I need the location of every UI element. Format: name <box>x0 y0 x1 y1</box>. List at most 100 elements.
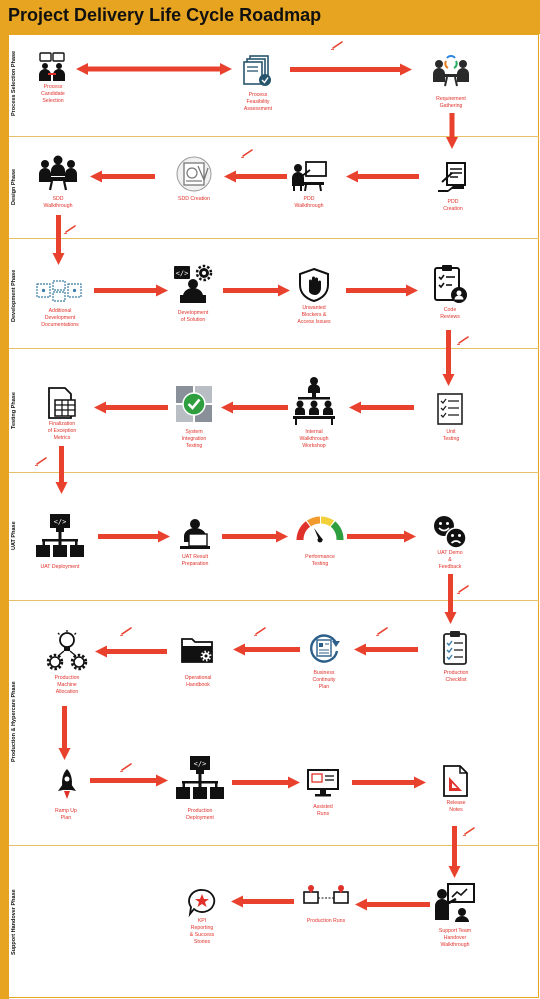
svg-text:</>: </> <box>194 760 207 768</box>
arrow-left <box>94 401 168 414</box>
arrow-left <box>354 643 418 656</box>
developer-gear-icon: </> <box>174 264 213 303</box>
arrow-down <box>448 826 461 878</box>
node-label-sdd-walkthrough: SDD Walkthrough <box>43 196 73 209</box>
node-label-production-machine-allocation: Production Machine Allocation <box>54 675 80 695</box>
node-label-production-checklist: Production Checklist <box>443 670 469 683</box>
node-label-finalization-exception-metrics: Finalization of Exception Metrics <box>47 421 77 441</box>
phase-divider <box>9 472 539 473</box>
node-label-sdd-creation: SDD Creation <box>177 196 210 202</box>
phase-divider <box>9 600 539 601</box>
blueprint-icon <box>176 156 212 192</box>
spreadsheet-icon <box>48 387 76 419</box>
node-label-additional-development-documentations: Additional Development Documentations <box>41 308 79 328</box>
document-ruler-icon <box>443 765 468 797</box>
kpi-bubble-icon <box>188 889 216 918</box>
presentation-icon <box>292 161 327 192</box>
bulb-gears-icon <box>46 630 88 671</box>
arrow-left <box>355 898 430 911</box>
arrow-down <box>58 706 71 760</box>
arrow-left <box>90 170 155 183</box>
arrow-left <box>233 643 300 656</box>
node-label-kpi-reporting: KPI Reporting & Success Stories <box>189 918 215 945</box>
clipboard-user-icon <box>434 265 467 303</box>
title-bar: Project Delivery Life Cycle Roadmap <box>0 0 540 34</box>
arrow-down <box>442 330 455 386</box>
rocket-icon <box>58 769 76 799</box>
people-discussion-icon <box>39 52 65 81</box>
node-label-unit-testing: Unit Testing <box>442 429 460 442</box>
svg-text:</>: </> <box>54 518 67 526</box>
arrow-right <box>94 284 168 297</box>
signing-document-icon <box>438 162 466 192</box>
arrow-right <box>232 776 300 789</box>
document-check-icon <box>243 55 271 86</box>
clipboard-checklist-icon <box>443 631 467 665</box>
arrow-bidirectional <box>76 63 232 75</box>
node-label-uat-deployment: UAT Deployment <box>40 564 80 570</box>
monitor-icon <box>307 769 339 797</box>
arrow-left <box>231 895 294 908</box>
svg-text:</>: </> <box>176 270 189 278</box>
node-label-release-notes: Release Notes <box>446 800 466 813</box>
node-label-production-runs: Production Runs <box>306 918 346 924</box>
team-meeting-icon <box>433 55 469 87</box>
node-label-assisted-runs: Assisted Runs <box>313 804 333 817</box>
arrow-left <box>349 401 414 414</box>
phase-divider <box>9 238 539 239</box>
node-label-pdd-walkthrough: PDD Walkthrough <box>294 196 324 209</box>
arrow-left <box>224 170 287 183</box>
arrow-right <box>90 774 168 787</box>
diagram-frame <box>9 34 539 998</box>
folder-gear-icon <box>181 638 213 663</box>
arrow-right <box>223 284 290 297</box>
gauge-icon <box>296 516 344 543</box>
checklist-icon <box>437 393 463 425</box>
deployment-network-icon: </> <box>176 756 224 799</box>
node-label-operational-handbook: Operational Handbook <box>184 675 212 688</box>
arrow-right <box>290 63 412 76</box>
phase-divider <box>9 845 539 846</box>
node-label-support-team-handover: Support Team Handover Walkthrough <box>438 928 472 948</box>
arrow-down <box>52 215 65 265</box>
arrow-down <box>55 446 68 494</box>
happy-sad-faces-icon <box>434 516 467 549</box>
node-label-pdd-creation: PDD Creation <box>443 199 463 212</box>
page-title: Project Delivery Life Cycle Roadmap <box>8 5 322 25</box>
arrow-right <box>346 284 418 297</box>
arrow-left <box>346 170 419 183</box>
node-label-production-deployment: Production Deployment <box>186 808 214 821</box>
arrow-down <box>446 113 458 149</box>
node-label-process-feasibility-assessment: Process Feasibility Assessment <box>243 92 273 112</box>
node-label-code-reviews: Code Reviews <box>440 307 460 320</box>
phase-divider <box>9 136 539 137</box>
deployment-network-icon: </> <box>36 514 84 557</box>
teacher-board-icon <box>435 883 475 922</box>
node-label-internal-walkthrough-workshop: Internal Walkthrough Workshop <box>299 429 329 449</box>
arrow-left <box>95 645 167 658</box>
phase-divider <box>9 348 539 349</box>
cycle-document-icon <box>310 634 340 663</box>
arrow-right <box>222 530 288 543</box>
phase-strip <box>0 34 9 999</box>
node-label-uat-result-preparation: UAT Result Preparation <box>181 554 209 567</box>
hierarchy-people-icon <box>293 377 335 425</box>
flow-blocks-icon <box>36 280 82 302</box>
node-label-process-candidate-selection: Process Candidate Selection <box>41 84 65 104</box>
node-label-uat-demo-feedback: UAT Demo & Feedback <box>437 550 463 570</box>
node-label-development-of-solution: Development of Solution <box>177 310 209 323</box>
node-label-unwanted-blockers: Unwanted Blockers & Access Issues <box>297 305 331 325</box>
node-label-ramp-up-plan: Ramp Up Plan <box>55 808 77 821</box>
arrow-right <box>352 776 426 789</box>
node-label-requirement-gathering: Requirement Gathering <box>436 96 466 109</box>
person-laptop-icon <box>180 519 210 549</box>
arrow-down <box>444 574 457 624</box>
node-label-system-integration-testing: System Integration Testing <box>181 429 207 449</box>
stop-hand-icon <box>299 267 329 303</box>
arrow-right <box>347 530 416 543</box>
group-table-icon <box>39 155 77 191</box>
arrow-left <box>221 401 288 414</box>
arrow-right <box>98 530 170 543</box>
node-label-business-continuity-plan: Business Continuity Plan <box>312 670 336 690</box>
